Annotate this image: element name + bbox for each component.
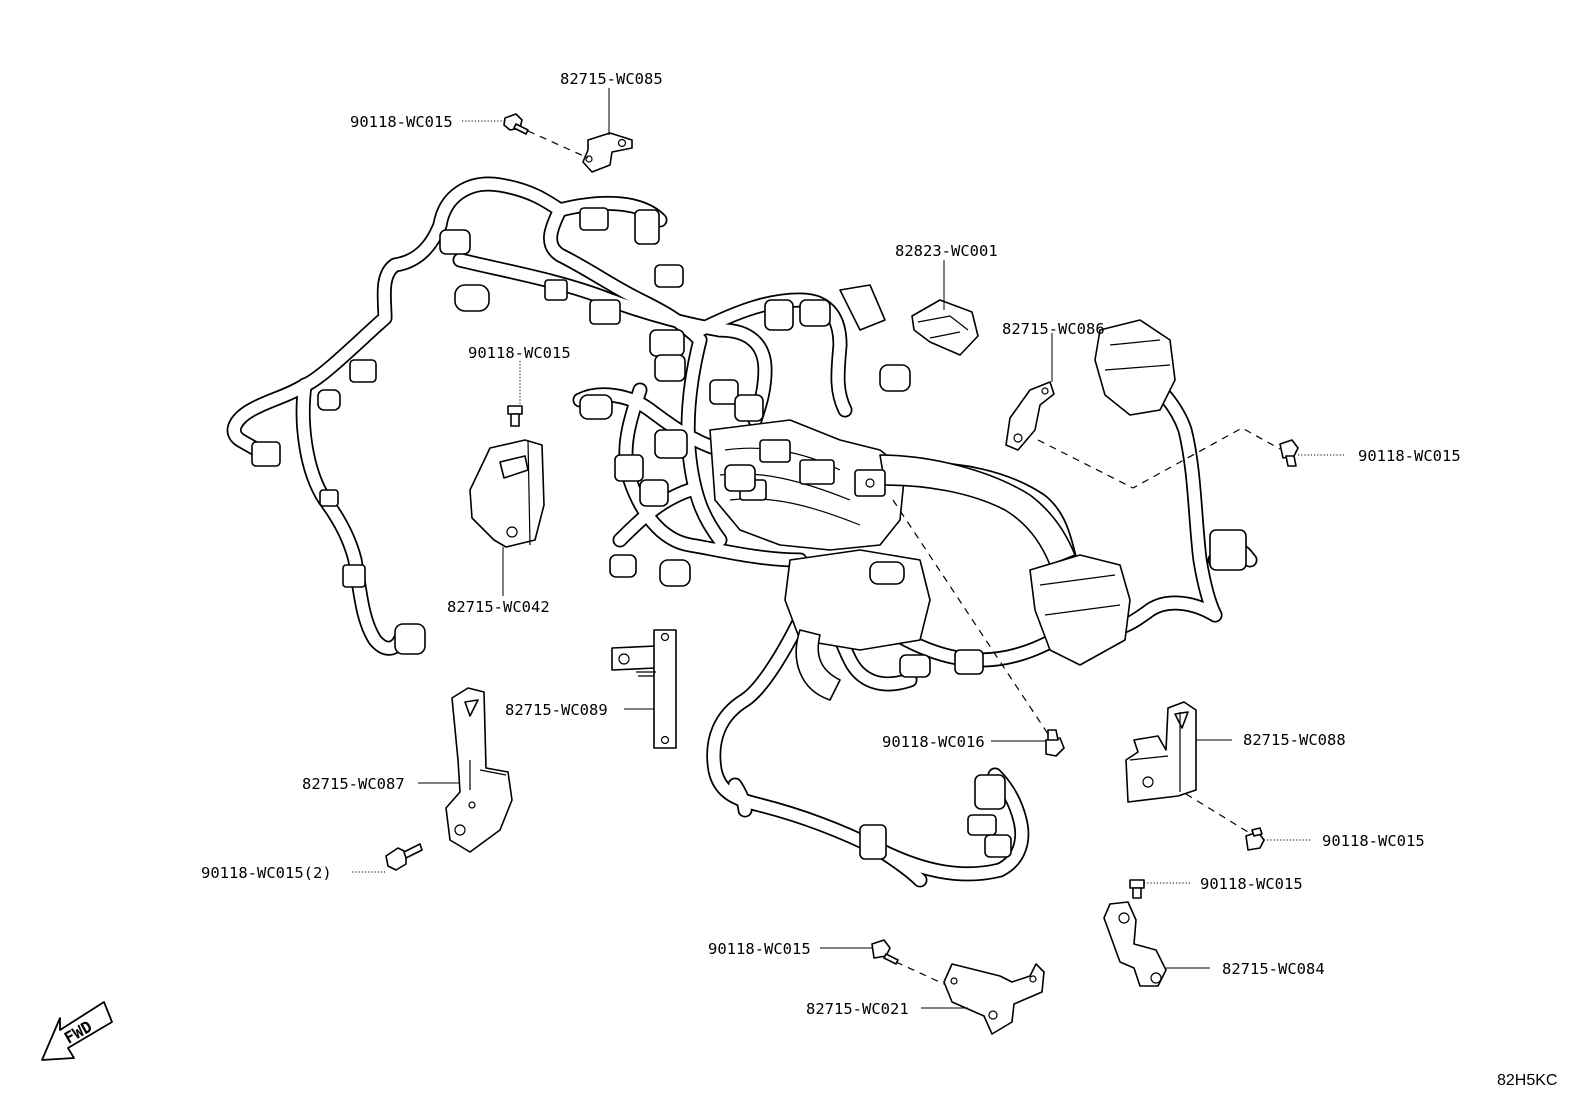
bracket-82715-wc089 [611, 629, 677, 749]
bolt-90118-wc015-top [503, 113, 529, 135]
leader-lines [352, 88, 1346, 1009]
callout-82715-wc021: 82715-WC021 [806, 1000, 909, 1018]
callout-82715-wc085: 82715-WC085 [560, 70, 663, 88]
callout-90118-wc015-mid: 90118-WC015 [468, 344, 571, 362]
callout-90118-wc015-wc084: 90118-WC015 [1200, 875, 1303, 893]
callout-90118-wc015-right: 90118-WC015 [1358, 447, 1461, 465]
bracket-82715-wc086 [1005, 381, 1055, 451]
bracket-82715-wc085 [582, 132, 633, 173]
bracket-82715-wc021 [943, 963, 1045, 1035]
diagram-code: 82H5KC [1497, 1072, 1557, 1089]
callout-82715-wc042: 82715-WC042 [447, 598, 550, 616]
bolt-90118-wc015-2 [385, 843, 423, 871]
bolt-90118-wc015-bottom [871, 939, 899, 965]
callout-82715-wc089: 82715-WC089 [505, 701, 608, 719]
bracket-82715-wc088 [1125, 701, 1197, 803]
callout-90118-wc015-bottom: 90118-WC015 [708, 940, 811, 958]
callout-82715-wc086: 82715-WC086 [1002, 320, 1105, 338]
callout-90118-wc015-lower-right: 90118-WC015 [1322, 832, 1425, 850]
bolt-90118-wc016 [1045, 729, 1065, 757]
bolt-90118-wc015-lower-right [1245, 827, 1265, 851]
bracket-82715-wc042 [469, 439, 545, 548]
callout-82715-wc084: 82715-WC084 [1222, 960, 1325, 978]
callout-82715-wc088: 82715-WC088 [1243, 731, 1346, 749]
callout-82715-wc087: 82715-WC087 [302, 775, 405, 793]
bolt-90118-wc015-mid [507, 405, 523, 427]
fwd-arrow-icon: FWD [41, 1001, 113, 1061]
assembly-lines [527, 130, 1281, 985]
bolt-90118-wc015-right [1279, 439, 1299, 467]
clamp-82823-wc001 [911, 299, 979, 356]
callout-82823-wc001: 82823-WC001 [895, 242, 998, 260]
callout-90118-wc015-top: 90118-WC015 [350, 113, 453, 131]
bracket-82715-wc087 [445, 687, 513, 853]
bracket-82715-wc084 [1103, 901, 1167, 987]
wire-harness [226, 176, 1258, 888]
callout-90118-wc016: 90118-WC016 [882, 733, 985, 751]
bolt-90118-wc015-wc084 [1129, 879, 1145, 899]
callout-90118-wc015-2: 90118-WC015(2) [201, 864, 332, 882]
